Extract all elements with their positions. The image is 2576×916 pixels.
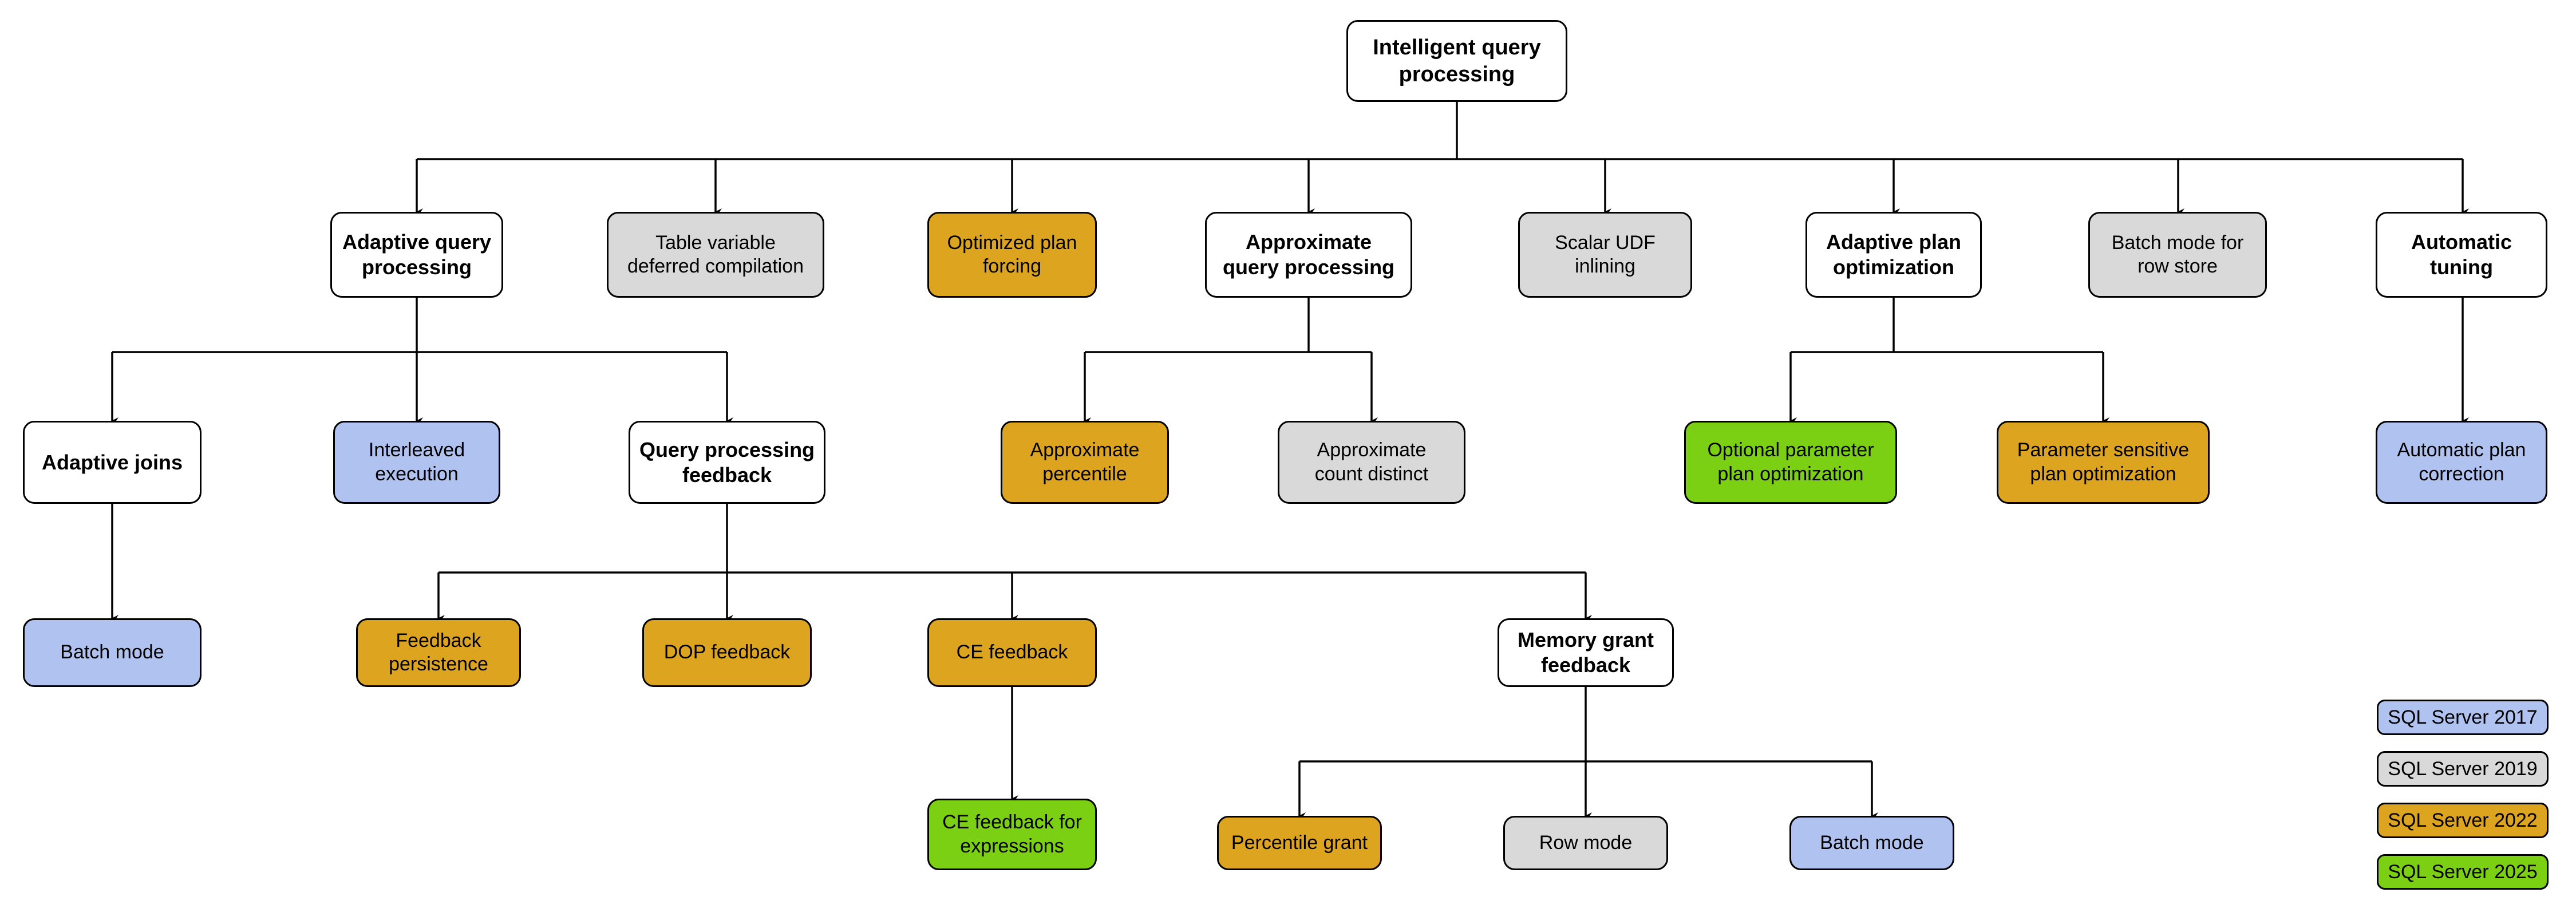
- node-optimized-plan-forcing[interactable]: Optimized plan forcing: [927, 212, 1097, 298]
- node-approximate-percentile[interactable]: Approximate percentile: [1001, 421, 1169, 504]
- node-table-variable-deferred-compilation[interactable]: Table variable deferred compilation: [607, 212, 824, 298]
- node-scalar-udf-inlining[interactable]: Scalar UDF inlining: [1518, 212, 1692, 298]
- node-adaptive-query-processing[interactable]: Adaptive query processing: [330, 212, 503, 298]
- node-adaptive-plan-optimization[interactable]: Adaptive plan optimization: [1805, 212, 1982, 298]
- node-automatic-tuning[interactable]: Automatic tuning: [2376, 212, 2547, 298]
- node-batch-mode[interactable]: Batch mode: [23, 618, 202, 687]
- legend-item-sql-server-2022[interactable]: SQL Server 2022: [2377, 803, 2549, 838]
- node-ce-feedback-for-expressions[interactable]: CE feedback for expressions: [927, 799, 1097, 870]
- node-query-processing-feedback[interactable]: Query processing feedback: [629, 421, 825, 504]
- node-row-mode[interactable]: Row mode: [1503, 816, 1668, 870]
- node-intelligent-query-processing[interactable]: Intelligent query processing: [1346, 20, 1567, 102]
- node-feedback-persistence[interactable]: Feedback persistence: [356, 618, 521, 687]
- legend-item-sql-server-2019[interactable]: SQL Server 2019: [2377, 751, 2549, 787]
- node-memory-grant-feedback[interactable]: Memory grant feedback: [1498, 618, 1674, 687]
- node-ce-feedback[interactable]: CE feedback: [927, 618, 1097, 687]
- node-approximate-query-processing[interactable]: Approximate query processing: [1205, 212, 1412, 298]
- node-batch-mode-mgf[interactable]: Batch mode: [1789, 816, 1954, 870]
- legend-item-sql-server-2025[interactable]: SQL Server 2025: [2377, 854, 2549, 890]
- node-interleaved-execution[interactable]: Interleaved execution: [333, 421, 500, 504]
- node-parameter-sensitive-plan-optimization[interactable]: Parameter sensitive plan optimization: [1997, 421, 2210, 504]
- node-dop-feedback[interactable]: DOP feedback: [642, 618, 812, 687]
- node-automatic-plan-correction[interactable]: Automatic plan correction: [2376, 421, 2547, 504]
- legend-item-sql-server-2017[interactable]: SQL Server 2017: [2377, 700, 2549, 735]
- node-percentile-grant[interactable]: Percentile grant: [1217, 816, 1382, 870]
- node-batch-mode-for-row-store[interactable]: Batch mode for row store: [2088, 212, 2267, 298]
- node-approximate-count-distinct[interactable]: Approximate count distinct: [1278, 421, 1465, 504]
- node-adaptive-joins[interactable]: Adaptive joins: [23, 421, 202, 504]
- node-optional-parameter-plan-optimization[interactable]: Optional parameter plan optimization: [1684, 421, 1897, 504]
